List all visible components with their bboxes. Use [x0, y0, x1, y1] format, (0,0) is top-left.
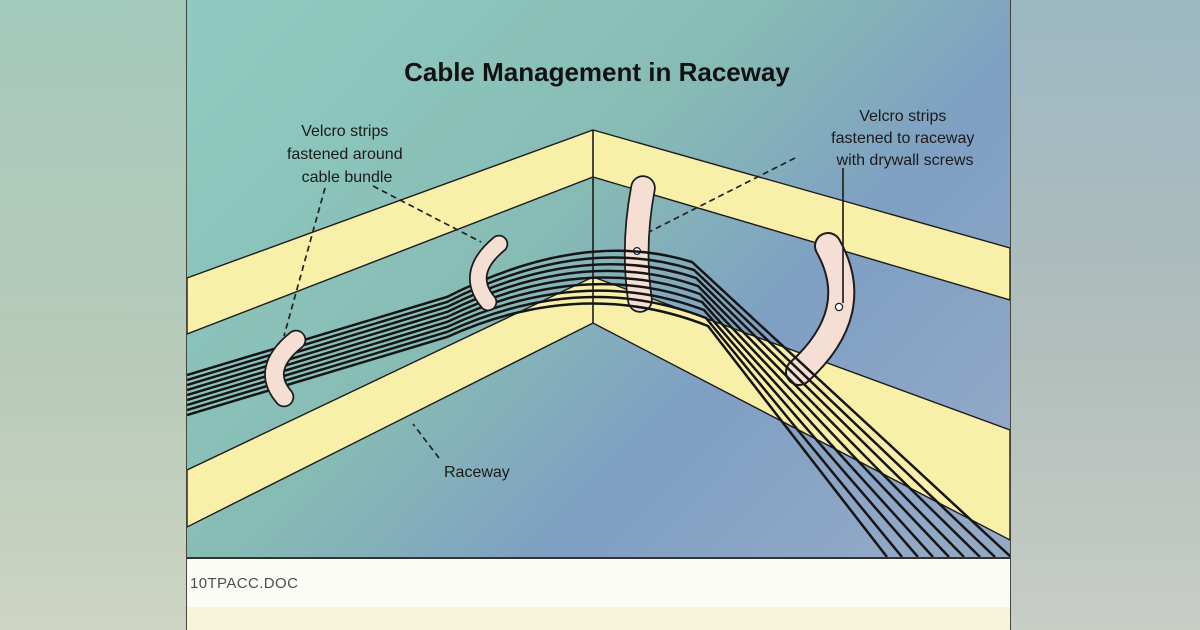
figure-title: Cable Management in Raceway	[404, 57, 790, 87]
drywall-screw-icon	[834, 302, 844, 312]
label-velcro-raceway: Velcro strips fastened to raceway with d…	[831, 108, 979, 169]
velcro-strip-bundle-left	[264, 329, 307, 408]
velcro-strip-raceway-left	[623, 175, 656, 313]
leader-raceway-strip-left	[648, 157, 796, 233]
leader-raceway	[412, 423, 440, 459]
caption-strip: 10TPACC.DOC	[187, 559, 1010, 607]
cable-bundle	[187, 249, 1010, 557]
leader-bundle-strip-right	[372, 185, 482, 243]
background-gradient-left	[0, 0, 186, 630]
label-raceway: Raceway	[444, 464, 510, 481]
footer-strip	[187, 607, 1010, 630]
label-velcro-bundle: Velcro strips fastened around cable bund…	[287, 123, 407, 186]
velcro-strip-raceway-right	[785, 232, 856, 386]
diagram: Cable Management in Raceway Velcro strip…	[187, 0, 1010, 559]
figure-panel: Cable Management in Raceway Velcro strip…	[186, 0, 1011, 630]
background-gradient-right	[1011, 0, 1200, 630]
caption-text: 10TPACC.DOC	[190, 574, 299, 592]
leader-bundle-strip-left	[283, 187, 326, 337]
velcro-strip-bundle-right	[469, 234, 509, 312]
diagram-svg: Cable Management in Raceway Velcro strip…	[187, 0, 1010, 557]
